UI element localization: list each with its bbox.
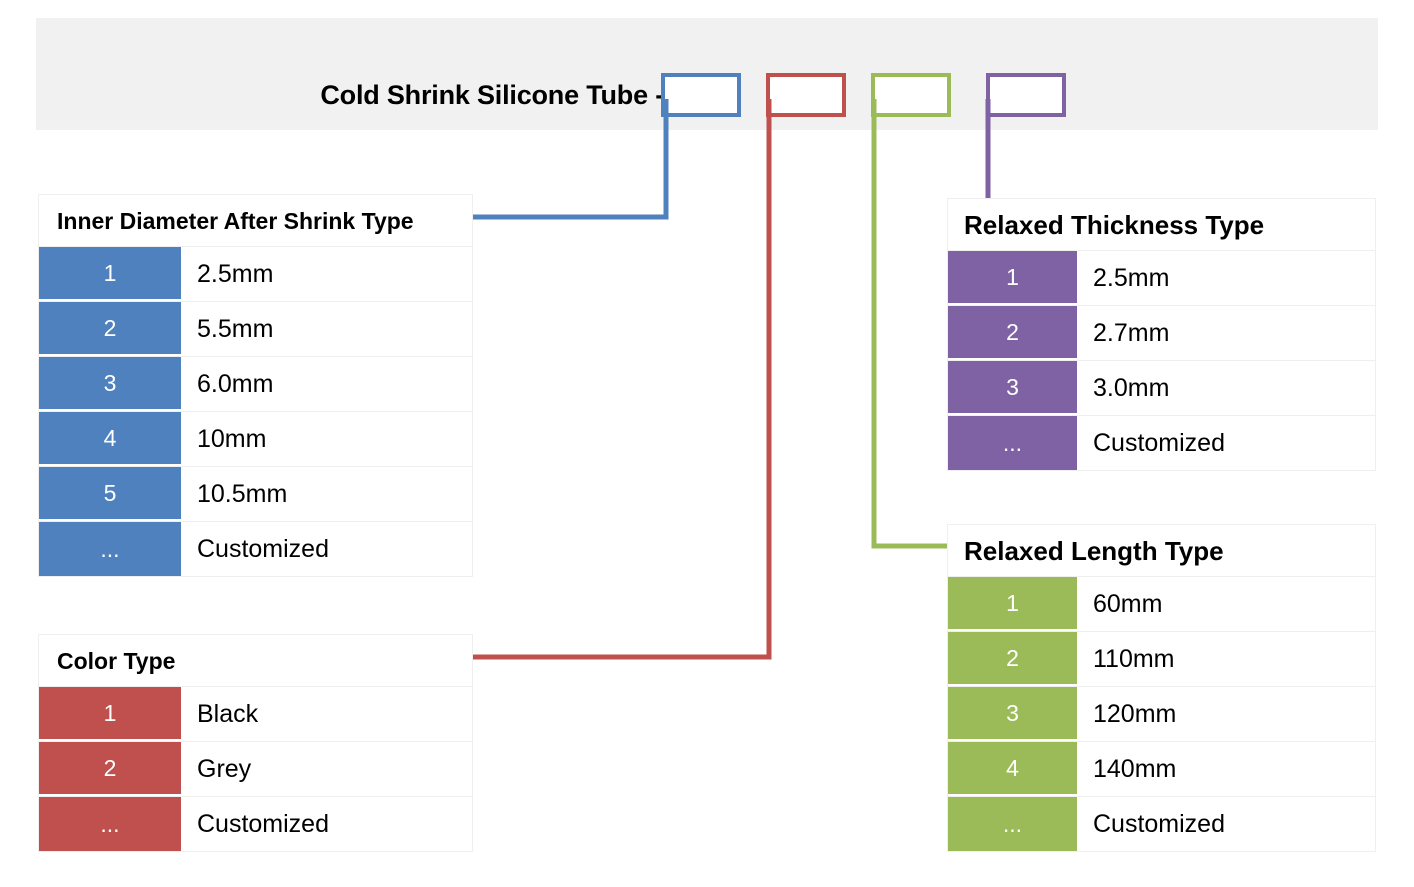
row-value: 10mm	[197, 424, 267, 453]
table-header-relaxed-thickness: Relaxed Thickness Type	[947, 198, 1376, 251]
connector-line-length	[871, 99, 947, 549]
row-code: 2	[39, 302, 181, 356]
table-row: 4 140mm	[947, 742, 1376, 797]
table-relaxed-thickness: Relaxed Thickness Type 1 2.5mm 2 2.7mm 3 3.0m…	[947, 198, 1376, 471]
row-value: Customized	[1093, 428, 1225, 457]
table-row: 3 120mm	[947, 687, 1376, 742]
table-row: ... Customized	[947, 797, 1376, 852]
row-code: 2	[948, 632, 1077, 686]
table-row: ... Customized	[38, 522, 473, 577]
table-row: 2 Grey	[38, 742, 473, 797]
table-color: Color Type 1 Black 2 Grey... Customized	[38, 634, 473, 852]
row-value: 120mm	[1093, 699, 1177, 728]
row-value: Grey	[197, 754, 252, 783]
table-row: 3 6.0mm	[38, 357, 473, 412]
table-header-inner-diameter: Inner Diameter After Shrink Type	[38, 194, 473, 247]
code-box-length[interactable]	[871, 73, 951, 117]
row-code: 4	[948, 742, 1077, 796]
row-code: 4	[39, 412, 181, 466]
row-value: 5.5mm	[197, 314, 274, 343]
row-code: ...	[948, 416, 1077, 470]
row-code: 1	[948, 251, 1077, 305]
row-value: 10.5mm	[197, 479, 288, 508]
row-value: Customized	[1093, 809, 1225, 838]
row-value: 140mm	[1093, 754, 1177, 783]
row-code: ...	[39, 522, 181, 576]
row-value: 60mm	[1093, 589, 1163, 618]
page-title: Cold Shrink Silicone Tube -	[320, 80, 664, 110]
row-value: 2.7mm	[1093, 318, 1170, 347]
row-code: ...	[39, 797, 181, 851]
row-value: Black	[197, 699, 259, 728]
row-value: 110mm	[1093, 644, 1175, 673]
table-row: 1 2.5mm	[38, 247, 473, 302]
header-band: Cold Shrink Silicone Tube -	[36, 18, 1378, 130]
row-value: Customized	[197, 534, 329, 563]
table-header-color: Color Type	[38, 634, 473, 687]
table-row: 2 110mm	[947, 632, 1376, 687]
row-value: 2.5mm	[197, 259, 274, 288]
table-row: 1 2.5mm	[947, 251, 1376, 306]
table-row: 3 3.0mm	[947, 361, 1376, 416]
table-row: 1 60mm	[947, 577, 1376, 632]
table-row: 2 5.5mm	[38, 302, 473, 357]
table-row: 4 10mm	[38, 412, 473, 467]
row-code: 2	[39, 742, 181, 796]
connector-line-color	[472, 99, 772, 660]
row-code: 2	[948, 306, 1077, 360]
row-code: 3	[39, 357, 181, 411]
table-row: 1 Black	[38, 687, 473, 742]
row-value: Customized	[197, 809, 329, 838]
row-code: 1	[948, 577, 1077, 631]
row-code: 3	[948, 361, 1077, 415]
table-body-color: 1 Black 2 Grey... Customized	[38, 687, 473, 852]
row-code: 1	[39, 687, 181, 741]
row-value: 2.5mm	[1093, 263, 1170, 292]
table-row: 2 2.7mm	[947, 306, 1376, 361]
table-row: 5 10.5mm	[38, 467, 473, 522]
code-box-thickness[interactable]	[986, 73, 1066, 117]
code-box-color[interactable]	[766, 73, 846, 117]
row-value: 3.0mm	[1093, 373, 1170, 402]
table-body-relaxed-thickness: 1 2.5mm 2 2.7mm 3 3.0mm... Customized	[947, 251, 1376, 471]
code-box-diameter[interactable]	[661, 73, 741, 117]
row-code: 5	[39, 467, 181, 521]
table-body-inner-diameter: 1 2.5mm 2 5.5mm 3 6.0mm 4 10mm 5 10.5mm... Customi…	[38, 247, 473, 577]
table-row: ... Customized	[38, 797, 473, 852]
row-code: 1	[39, 247, 181, 301]
row-code: ...	[948, 797, 1077, 851]
table-relaxed-length: Relaxed Length Type 1 60mm 2 110mm 3 120mm 4 14…	[947, 524, 1376, 852]
table-row: ... Customized	[947, 416, 1376, 471]
table-header-relaxed-length: Relaxed Length Type	[947, 524, 1376, 577]
row-value: 6.0mm	[197, 369, 274, 398]
row-code: 3	[948, 687, 1077, 741]
table-body-relaxed-length: 1 60mm 2 110mm 3 120mm 4 140mm... Customized	[947, 577, 1376, 852]
table-inner-diameter: Inner Diameter After Shrink Type 1 2.5mm 2…	[38, 194, 473, 577]
